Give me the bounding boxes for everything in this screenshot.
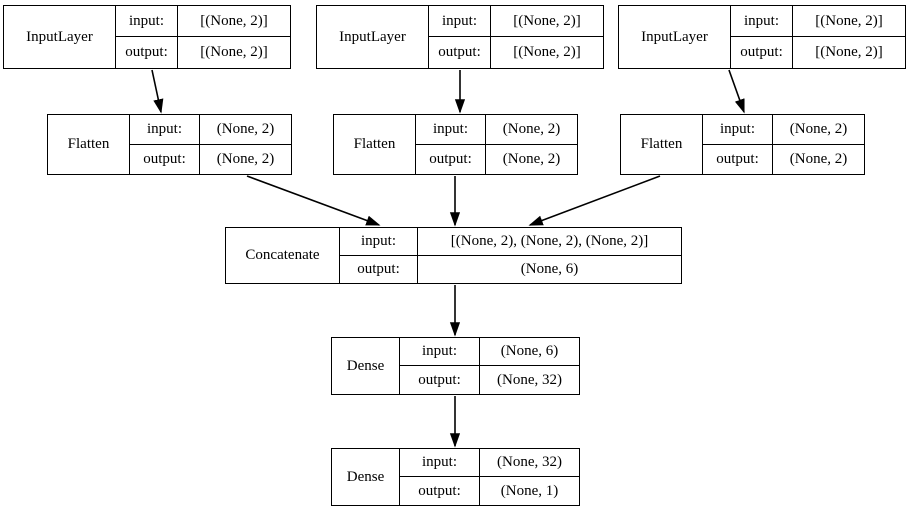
input-shape-value: (None, 2) <box>502 120 561 137</box>
layer-node-input_layer_3[interactable]: InputLayer input: [(None, 2)] output: [(… <box>618 5 906 69</box>
input-shape-value: (None, 2) <box>216 120 275 137</box>
input-label: input: <box>416 115 486 144</box>
layer-input-row: input: (None, 2) <box>703 115 864 145</box>
layer-io-table: input: (None, 6) output: (None, 32) <box>400 338 579 394</box>
output-shape-value: (None, 2) <box>789 150 848 167</box>
input-label: input: <box>340 228 418 255</box>
layer-node-flatten_3[interactable]: Flatten input: (None, 2) output: (None, … <box>620 114 865 175</box>
input-label: input: <box>400 449 480 476</box>
layer-output-row: output: [(None, 2)] <box>116 37 290 68</box>
output-label: output: <box>130 144 200 174</box>
input-shape-value: (None, 2) <box>789 120 848 137</box>
input-shape-value: [(None, 2), (None, 2), (None, 2)] <box>450 232 649 249</box>
layer-type-label: Dense <box>332 338 400 394</box>
output-label: output: <box>429 37 491 68</box>
input-label: input: <box>130 115 200 144</box>
output-shape-value: (None, 32) <box>497 371 562 388</box>
layer-type-label: Flatten <box>334 115 416 174</box>
output-label: output: <box>731 37 793 68</box>
layer-io-table: input: (None, 2) output: (None, 2) <box>416 115 577 174</box>
output-shape-value: (None, 2) <box>216 150 275 167</box>
output-label: output: <box>416 144 486 174</box>
layer-input-row: input: [(None, 2)] <box>731 6 905 37</box>
layer-type-label: Flatten <box>621 115 703 174</box>
input-shape-value: [(None, 2)] <box>200 12 268 29</box>
layer-output-row: output: [(None, 2)] <box>731 37 905 68</box>
layer-io-table: input: [(None, 2)] output: [(None, 2)] <box>731 6 905 68</box>
layer-output-row: output: (None, 32) <box>400 366 579 394</box>
layer-node-dense_2[interactable]: Dense input: (None, 32) output: (None, 1… <box>331 448 580 506</box>
layer-type-label: InputLayer <box>4 6 116 68</box>
output-shape-value: (None, 6) <box>520 260 579 277</box>
edge-flatten_1-to-concatenate <box>246 175 381 226</box>
output-label: output: <box>340 255 418 283</box>
layer-input-row: input: [(None, 2)] <box>116 6 290 37</box>
input-shape-value: (None, 6) <box>500 343 559 359</box>
layer-type-label: Flatten <box>48 115 130 174</box>
layer-output-row: output: (None, 6) <box>340 255 681 283</box>
layer-input-row: input: (None, 2) <box>130 115 291 145</box>
input-label: input: <box>429 6 491 36</box>
layer-type-label: InputLayer <box>619 6 731 68</box>
edge-input_layer_1-to-flatten_1 <box>151 69 164 114</box>
layer-input-row: input: [(None, 2)] <box>429 6 603 37</box>
layer-io-table: input: [(None, 2)] output: [(None, 2)] <box>429 6 603 68</box>
layer-node-input_layer_2[interactable]: InputLayer input: [(None, 2)] output: [(… <box>316 5 604 69</box>
layer-output-row: output: (None, 2) <box>130 144 291 174</box>
input-label: input: <box>400 338 480 365</box>
layer-output-row: output: (None, 1) <box>400 477 579 505</box>
input-label: input: <box>703 115 773 144</box>
output-label: output: <box>400 366 480 394</box>
input-shape-value: [(None, 2)] <box>513 12 581 29</box>
layer-node-input_layer_1[interactable]: InputLayer input: [(None, 2)] output: [(… <box>3 5 291 69</box>
output-label: output: <box>116 37 178 68</box>
layer-output-row: output: (None, 2) <box>416 144 577 174</box>
layer-output-row: output: [(None, 2)] <box>429 37 603 68</box>
layer-node-dense_1[interactable]: Dense input: (None, 6) output: (None, 32… <box>331 337 580 395</box>
input-shape-value: (None, 32) <box>497 454 562 470</box>
output-shape-value: [(None, 2)] <box>815 44 883 60</box>
edge-flatten_3-to-concatenate <box>528 175 661 226</box>
layer-type-label: InputLayer <box>317 6 429 68</box>
input-label: input: <box>116 6 178 36</box>
output-label: output: <box>703 144 773 174</box>
layer-io-table: input: (None, 32) output: (None, 1) <box>400 449 579 505</box>
layer-node-flatten_1[interactable]: Flatten input: (None, 2) output: (None, … <box>47 114 292 175</box>
layer-node-flatten_2[interactable]: Flatten input: (None, 2) output: (None, … <box>333 114 578 175</box>
layer-type-label: Concatenate <box>226 228 340 283</box>
layer-io-table: input: [(None, 2)] output: [(None, 2)] <box>116 6 290 68</box>
output-shape-value: (None, 2) <box>502 150 561 167</box>
input-shape-value: [(None, 2)] <box>815 12 883 29</box>
layer-input-row: input: (None, 2) <box>416 115 577 145</box>
layer-io-table: input: (None, 2) output: (None, 2) <box>130 115 291 174</box>
edge-input_layer_3-to-flatten_3 <box>728 69 745 114</box>
output-label: output: <box>400 477 480 505</box>
layer-io-table: input: [(None, 2), (None, 2), (None, 2)]… <box>340 228 681 283</box>
input-label: input: <box>731 6 793 36</box>
output-shape-value: (None, 1) <box>500 482 559 499</box>
layer-io-table: input: (None, 2) output: (None, 2) <box>703 115 864 174</box>
layer-input-row: input: [(None, 2), (None, 2), (None, 2)] <box>340 228 681 256</box>
output-shape-value: [(None, 2)] <box>513 44 581 60</box>
layer-input-row: input: (None, 32) <box>400 449 579 477</box>
layer-input-row: input: (None, 6) <box>400 338 579 366</box>
layer-node-concatenate[interactable]: Concatenate input: [(None, 2), (None, 2)… <box>225 227 682 284</box>
layer-type-label: Dense <box>332 449 400 505</box>
output-shape-value: [(None, 2)] <box>200 44 268 60</box>
layer-output-row: output: (None, 2) <box>703 144 864 174</box>
